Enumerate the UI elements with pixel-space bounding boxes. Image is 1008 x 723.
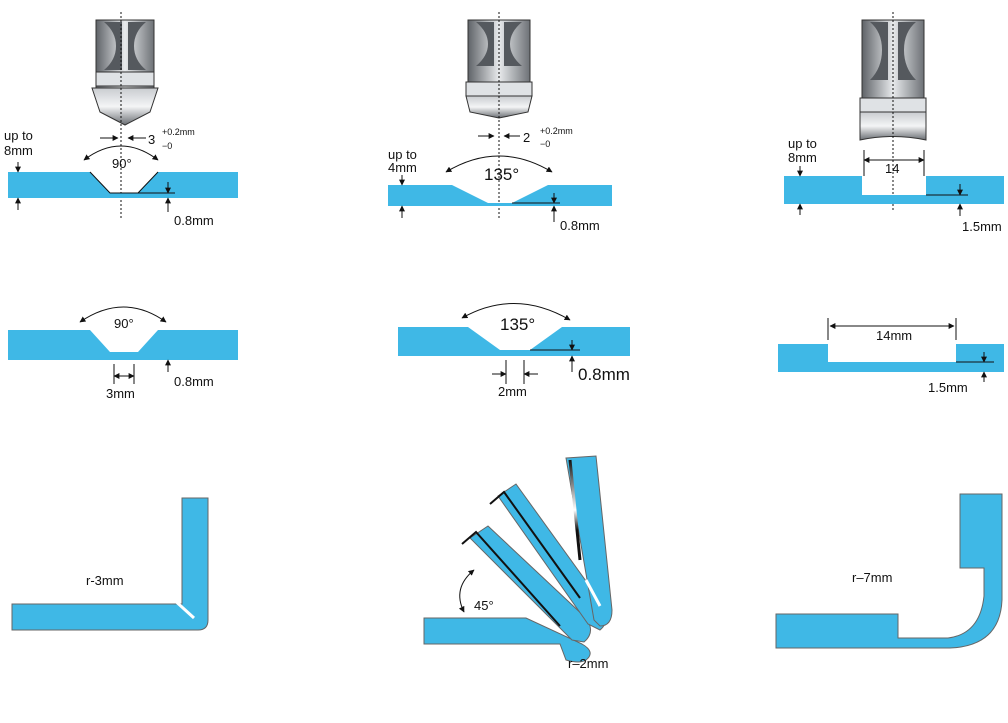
r1-right-depth: 1.5mm	[962, 219, 1002, 234]
r2-left-angle-arc	[79, 306, 167, 323]
r2-left-bottom: 3mm	[106, 386, 135, 401]
r3-right-radius: r–7mm	[852, 570, 892, 585]
r2-center-angle: 135°	[500, 315, 535, 334]
r3-left-part	[11, 497, 209, 631]
r2-right-width: 14mm	[876, 328, 912, 343]
r1-right-sheet	[784, 174, 1004, 204]
r1-center-tool	[465, 12, 533, 220]
r3-right-part	[775, 493, 1003, 649]
r1-center-tol-minus: −0	[540, 139, 550, 149]
r1-left-angle: 90°	[112, 156, 132, 171]
r2-left-depth: 0.8mm	[174, 374, 214, 389]
r1-center-sheet	[388, 183, 612, 206]
r2-center-bottom: 2mm	[498, 384, 527, 399]
r3-center-radius: r–2mm	[568, 656, 608, 671]
r1-center-tol-plus: +0.2mm	[540, 126, 573, 136]
r2-left-sheet	[8, 328, 238, 360]
r2-right-depth: 1.5mm	[928, 380, 968, 395]
r2-center-angle-arc	[461, 303, 571, 321]
r1-center-angle: 135°	[484, 165, 519, 184]
r1-center-tip: 2	[523, 130, 530, 145]
r1-left-tool	[91, 12, 159, 220]
r1-left-angle-arc	[83, 145, 159, 161]
r1-right-width: 14	[885, 161, 899, 176]
r1-center-angle-arc	[445, 155, 553, 173]
r1-left-tol-minus: −0	[162, 141, 172, 151]
r1-left-depth: 0.8mm	[174, 213, 214, 228]
r1-left-tol-plus: +0.2mm	[162, 127, 195, 137]
r3-left-radius: r-3mm	[86, 573, 124, 588]
r3-center-angle-arc	[458, 569, 475, 613]
r1-center-depth: 0.8mm	[560, 218, 600, 233]
r1-right-tool	[859, 12, 927, 210]
r2-center-depth: 0.8mm	[578, 365, 630, 384]
r1-left-sheet	[8, 170, 238, 198]
r2-left-angle: 90°	[114, 316, 134, 331]
r1-left-tip: 3	[148, 132, 155, 147]
r3-center-part	[423, 455, 613, 663]
r2-right-sheet	[778, 342, 1004, 372]
r3-center-angle: 45°	[474, 598, 494, 613]
